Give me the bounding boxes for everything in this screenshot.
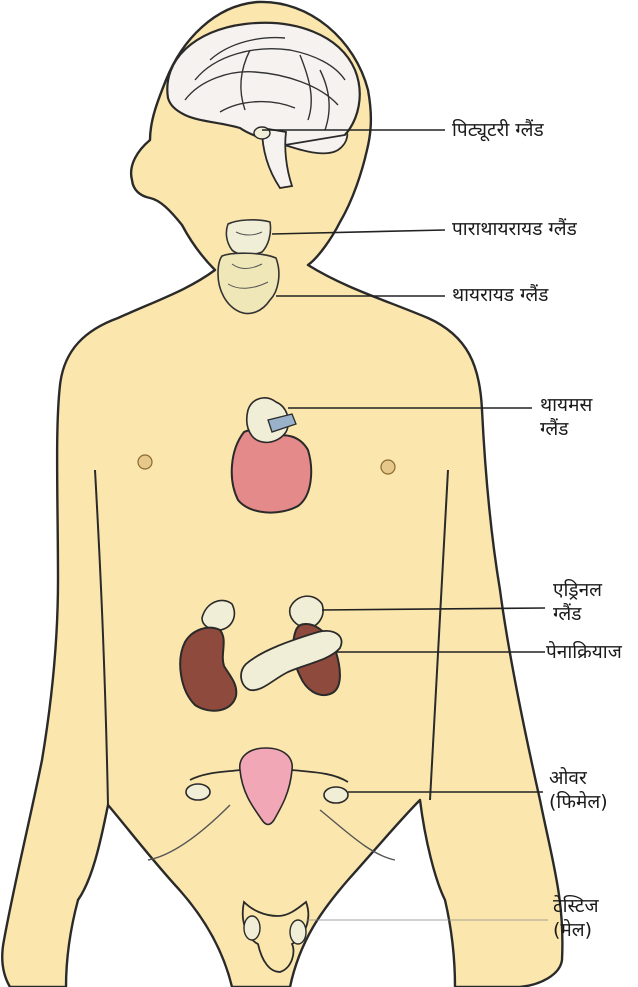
label-pituitary-text: पिट्यूटरी ग्लैंड bbox=[452, 118, 544, 142]
pituitary-gland bbox=[254, 127, 270, 139]
label-parathyroid-text: पाराथायरायड ग्लैंड bbox=[452, 217, 577, 241]
label-adrenal-line1: एड्रिनल bbox=[553, 578, 602, 602]
label-testis-line1: टेस्टिज bbox=[553, 894, 599, 918]
label-thymus-gland: थायमस ग्लैंड bbox=[540, 393, 592, 441]
label-thyroid-text: थायरायड ग्लैंड bbox=[452, 283, 548, 307]
label-ovary-line2: (फिमेल) bbox=[549, 790, 608, 814]
label-pituitary-gland: पिट्यूटरी ग्लैंड bbox=[452, 118, 544, 142]
label-thymus-line1: थायमस bbox=[540, 393, 592, 417]
neck-glands bbox=[218, 220, 279, 314]
label-ovary: ओवर (फिमेल) bbox=[549, 766, 608, 814]
label-adrenal-gland: एड्रिनल ग्लैंड bbox=[553, 578, 602, 626]
label-testis: टेस्टिज (मेल) bbox=[553, 894, 599, 942]
label-thymus-line2: ग्लैंड bbox=[540, 417, 592, 441]
label-adrenal-line2: ग्लैंड bbox=[553, 602, 602, 626]
label-testis-line2: (मेल) bbox=[553, 918, 599, 942]
testis-left bbox=[244, 916, 260, 940]
label-thyroid-gland: थायरायड ग्लैंड bbox=[452, 283, 548, 307]
ovary-right bbox=[324, 787, 348, 803]
testis-right bbox=[290, 920, 306, 944]
label-pancreas-text: पेनाक्रियाज bbox=[546, 640, 622, 664]
label-parathyroid-gland: पाराथायरायड ग्लैंड bbox=[452, 217, 577, 241]
parathyroid-gland bbox=[226, 220, 270, 255]
heart bbox=[232, 430, 311, 512]
ovary-left bbox=[186, 784, 210, 800]
nipple-right bbox=[381, 460, 395, 474]
label-pancreas: पेनाक्रियाज bbox=[546, 640, 622, 664]
label-ovary-line1: ओवर bbox=[549, 766, 608, 790]
nipple-left bbox=[138, 455, 152, 469]
